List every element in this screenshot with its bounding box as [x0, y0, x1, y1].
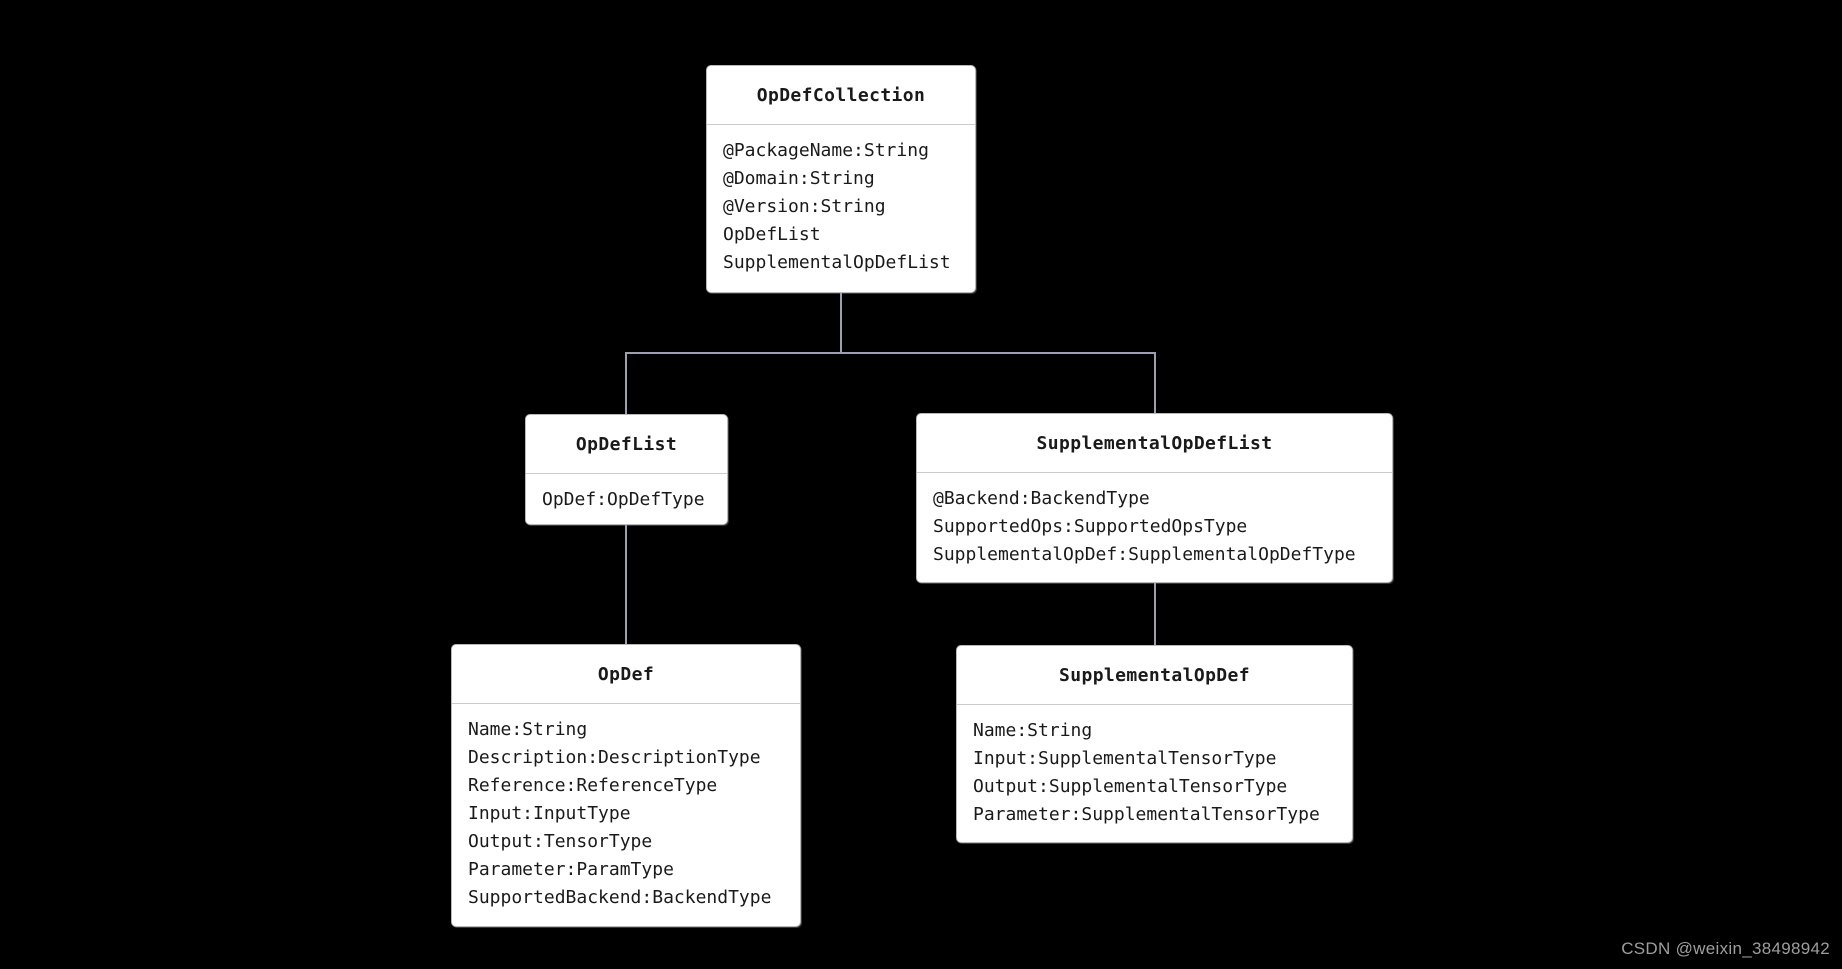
attribute-row: Input:SupplementalTensorType [973, 748, 1277, 769]
node-opdefcollection-attributes: @PackageName:String @Domain:String @Versio… [707, 125, 975, 292]
node-supplementalopdeflist-title: SupplementalOpDefList [917, 414, 1392, 473]
attribute-row: Parameter:ParamType [468, 859, 674, 880]
connector-branch-right-drop [1154, 352, 1156, 414]
node-opdeflist-attributes: OpDef:OpDefType [526, 474, 727, 526]
attribute-row: SupportedBackend:BackendType [468, 887, 772, 908]
attribute-row: Parameter:SupplementalTensorType [973, 804, 1320, 825]
node-opdeflist: OpDefList OpDef:OpDefType [525, 414, 728, 525]
attribute-row: Name:String [973, 720, 1093, 741]
attribute-row: Description:DescriptionType [468, 747, 761, 768]
attribute-row: SupplementalOpDef:SupplementalOpDefType [933, 544, 1356, 565]
attribute-row: Name:String [468, 719, 588, 740]
attribute-row: SupportedOps:SupportedOpsType [933, 516, 1248, 537]
attribute-row: SupplementalOpDefList [723, 252, 951, 273]
attribute-row: @Version:String [723, 196, 886, 217]
node-opdefcollection: OpDefCollection @PackageName:String @Doma… [706, 65, 976, 293]
connector-opdeflist-to-opdef [625, 524, 627, 645]
connector-branch-horizontal [625, 352, 1156, 354]
watermark-text: CSDN @weixin_38498942 [1621, 939, 1830, 958]
connector-supplementalopdeflist-to-supplementalopdef [1154, 582, 1156, 646]
attribute-row: Input:InputType [468, 803, 631, 824]
attribute-row: Reference:ReferenceType [468, 775, 718, 796]
attribute-row: Output:SupplementalTensorType [973, 776, 1288, 797]
node-supplementalopdef-title: SupplementalOpDef [957, 646, 1352, 705]
node-opdef-title: OpDef [452, 645, 800, 704]
attribute-row: OpDefList [723, 224, 821, 245]
node-opdeflist-title: OpDefList [526, 415, 727, 474]
attribute-row: @Backend:BackendType [933, 488, 1150, 509]
connector-opdefcollection-stem [840, 292, 842, 354]
attribute-row: Output:TensorType [468, 831, 653, 852]
node-opdefcollection-title: OpDefCollection [707, 66, 975, 125]
attribute-row: @PackageName:String [723, 140, 929, 161]
attribute-row: OpDef:OpDefType [542, 489, 705, 510]
connector-branch-left-drop [625, 352, 627, 415]
node-supplementalopdeflist: SupplementalOpDefList @Backend:BackendTy… [916, 413, 1393, 583]
attribute-row: @Domain:String [723, 168, 875, 189]
